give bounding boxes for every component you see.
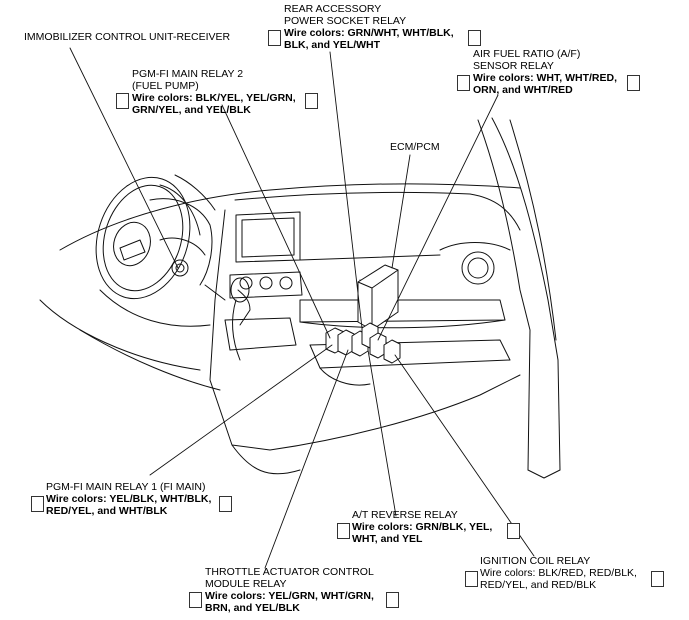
- rear-accessory-checkbox-left[interactable]: [268, 30, 281, 46]
- leader-rear-accessory: [329, 51, 363, 329]
- ignition-coil-label: IGNITION COIL RELAY Wire colors: BLK/RED…: [480, 555, 637, 591]
- pgm-fi-relay2-name-line1: PGM-FI MAIN RELAY 2: [132, 68, 244, 80]
- windshield-pillar: [477, 117, 561, 479]
- ecm-pcm-name: ECM/PCM: [390, 141, 440, 153]
- af-sensor-checkbox-left[interactable]: [457, 75, 470, 91]
- leader-af-sensor: [377, 94, 499, 341]
- right-dash-panel: [299, 242, 511, 386]
- af-sensor-name-line2: SENSOR RELAY: [473, 60, 554, 72]
- pgm-fi-relay2-checkbox-left[interactable]: [116, 93, 129, 109]
- immobilizer-name: IMMOBILIZER CONTROL UNIT-RECEIVER: [24, 31, 231, 43]
- ignition-coil-wire-line1: Wire colors: BLK/RED, RED/BLK,: [480, 567, 637, 579]
- leader-pgm-fi-relay1: [149, 344, 333, 476]
- leader-throttle-actuator: [264, 349, 349, 569]
- rear-accessory-checkbox-right[interactable]: [468, 30, 481, 46]
- at-reverse-name-line1: A/T REVERSE RELAY: [352, 509, 458, 521]
- at-reverse-wire-line1: Wire colors: GRN/BLK, YEL,: [352, 521, 493, 533]
- leader-ignition-coil: [394, 354, 535, 557]
- leader-pgm-fi-relay2: [221, 104, 331, 339]
- pgm-fi-relay2-wire-line1: Wire colors: BLK/YEL, YEL/GRN,: [132, 92, 296, 104]
- pgm-fi-relay1-name-line1: PGM-FI MAIN RELAY 1 (FI MAIN): [46, 481, 206, 493]
- leader-immobilizer: [69, 47, 179, 269]
- at-reverse-wire-line2: WHT, and YEL: [352, 533, 423, 545]
- pgm-fi-relay1-checkbox-right[interactable]: [219, 496, 232, 512]
- at-reverse-label: A/T REVERSE RELAY Wire colors: GRN/BLK, …: [352, 509, 492, 545]
- af-sensor-checkbox-right[interactable]: [627, 75, 640, 91]
- ecm-pcm-module: [357, 264, 399, 331]
- af-sensor-wire-line1: Wire colors: WHT, WHT/RED,: [473, 72, 617, 84]
- throttle-actuator-checkbox-right[interactable]: [386, 592, 399, 608]
- pgm-fi-relay1-checkbox-left[interactable]: [31, 496, 44, 512]
- throttle-actuator-wire-line1: Wire colors: YEL/GRN, WHT/GRN,: [205, 590, 374, 602]
- dashboard-outline: [59, 183, 521, 475]
- leader-lines: [69, 47, 535, 569]
- rear-accessory-wire-line2: BLK, and YEL/WHT: [284, 39, 381, 51]
- ignition-coil-wire-line2: RED/YEL, and RED/BLK: [480, 579, 597, 591]
- throttle-actuator-name-line1: THROTTLE ACTUATOR CONTROL: [205, 566, 374, 578]
- pgm-fi-relay1-wire-line2: RED/YEL, and WHT/BLK: [46, 505, 168, 517]
- pgm-fi-relay2-wire-line2: GRN/YEL, and YEL/BLK: [132, 104, 251, 116]
- throttle-actuator-label: THROTTLE ACTUATOR CONTROL MODULE RELAY W…: [205, 566, 374, 614]
- steering-assembly: [39, 174, 226, 391]
- af-sensor-wire-line2: ORN, and WHT/RED: [473, 84, 573, 96]
- ignition-coil-name-line1: IGNITION COIL RELAY: [480, 555, 591, 567]
- throttle-actuator-name-line2: MODULE RELAY: [205, 578, 287, 590]
- rear-accessory-label: REAR ACCESSORY POWER SOCKET RELAY Wire c…: [284, 3, 454, 51]
- ecm-pcm-label: ECM/PCM: [390, 141, 440, 153]
- relay-cluster: [325, 322, 401, 364]
- pgm-fi-relay1-label: PGM-FI MAIN RELAY 1 (FI MAIN) Wire color…: [46, 481, 211, 517]
- leader-at-reverse: [367, 349, 397, 517]
- throttle-actuator-wire-line2: BRN, and YEL/BLK: [205, 602, 300, 614]
- af-sensor-label: AIR FUEL RATIO (A/F) SENSOR RELAY Wire c…: [473, 48, 617, 96]
- center-console: [224, 211, 303, 361]
- at-reverse-checkbox-right[interactable]: [507, 523, 520, 539]
- ignition-coil-checkbox-left[interactable]: [465, 571, 478, 587]
- pgm-fi-relay2-name-line2: (FUEL PUMP): [132, 80, 199, 92]
- rear-accessory-name-line2: POWER SOCKET RELAY: [284, 15, 407, 27]
- rear-accessory-name-line1: REAR ACCESSORY: [284, 3, 382, 15]
- pgm-fi-relay2-label: PGM-FI MAIN RELAY 2 (FUEL PUMP) Wire col…: [132, 68, 296, 116]
- ignition-coil-checkbox-right[interactable]: [651, 571, 664, 587]
- immobilizer-label: IMMOBILIZER CONTROL UNIT-RECEIVER: [24, 31, 230, 43]
- af-sensor-name-line1: AIR FUEL RATIO (A/F): [473, 48, 581, 60]
- pgm-fi-relay2-checkbox-right[interactable]: [305, 93, 318, 109]
- leader-ecm-pcm: [391, 154, 411, 269]
- rear-accessory-wire-line1: Wire colors: GRN/WHT, WHT/BLK,: [284, 27, 454, 39]
- pgm-fi-relay1-wire-line1: Wire colors: YEL/BLK, WHT/BLK,: [46, 493, 212, 505]
- at-reverse-checkbox-left[interactable]: [337, 523, 350, 539]
- throttle-actuator-checkbox-left[interactable]: [189, 592, 202, 608]
